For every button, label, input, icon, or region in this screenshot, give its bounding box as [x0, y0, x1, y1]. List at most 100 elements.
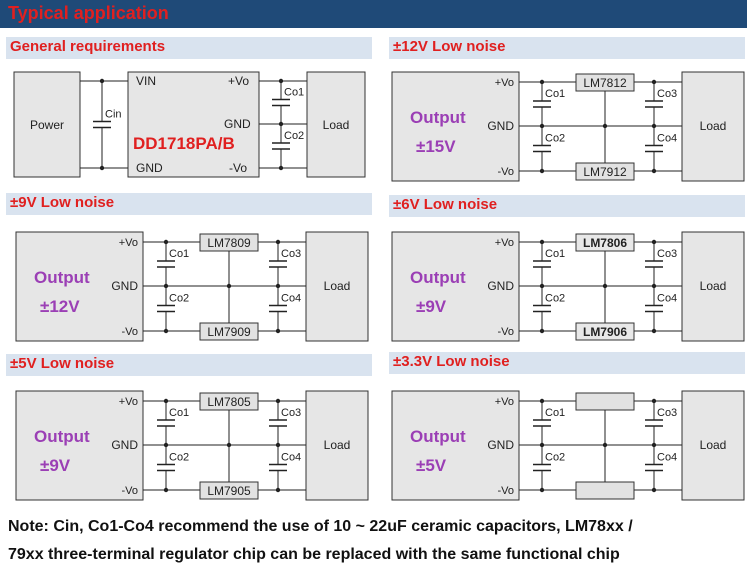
section-title-12v: ±12V Low noise — [393, 38, 506, 55]
regulator-top-label: LM7806 — [583, 236, 627, 250]
capacitor-label: Co1 — [545, 407, 565, 419]
section-title-3v3: ±3.3V Low noise — [393, 353, 510, 370]
regulator-circuit: Output±9V+VoGND-VoLoadLM7806LM7906Co1Co2… — [391, 231, 745, 342]
load-block — [305, 231, 369, 342]
load-label: Load — [700, 438, 727, 452]
junction-dot — [278, 78, 284, 84]
capacitor-label: Co3 — [657, 88, 677, 100]
section-bar-9v: ±9V Low noise — [6, 193, 372, 215]
junction-dot — [275, 239, 281, 245]
regulator-circuit: Output±15V+VoGND-VoLoadLM7812LM7912Co1Co… — [391, 71, 745, 182]
junction-dot — [99, 78, 105, 84]
load-block — [681, 231, 745, 342]
junction-dot — [539, 442, 545, 448]
load-block — [681, 71, 745, 182]
load-label: Load — [700, 119, 727, 133]
output-label: Output — [410, 108, 466, 127]
circuit-diagrams: PowerVINGND+VoGND-VoDD1718PA/BLoadCinCo1… — [13, 71, 745, 501]
source-block — [15, 390, 144, 501]
section-title-5v: ±5V Low noise — [10, 355, 115, 372]
junction-dot — [651, 79, 657, 85]
vin-label: VIN — [136, 74, 156, 88]
load-label: Load — [700, 279, 727, 293]
regulator-top — [575, 392, 635, 411]
junction-dot — [226, 442, 232, 448]
junction-dot — [163, 328, 169, 334]
load-label: Load — [324, 438, 351, 452]
pos-label: +Vo — [495, 77, 514, 89]
output-value: ±12V — [40, 297, 80, 316]
section-bar-general: General requirements — [6, 37, 372, 59]
gnd-in-label: GND — [136, 161, 163, 175]
output-value: ±9V — [416, 297, 447, 316]
neg-label: -Vo — [121, 485, 138, 497]
junction-dot — [275, 283, 281, 289]
capacitor-label: Co1 — [169, 407, 189, 419]
junction-dot — [651, 239, 657, 245]
capacitor-label: Co2 — [169, 293, 189, 305]
section-bar-12v: ±12V Low noise — [389, 37, 745, 59]
junction-dot — [275, 398, 281, 404]
gnd-label: GND — [111, 279, 138, 293]
section-title-9v: ±9V Low noise — [10, 194, 115, 211]
page-title: Typical application — [8, 3, 169, 23]
junction-dot — [602, 442, 608, 448]
junction-dot — [651, 487, 657, 493]
regulator-top-label: LM7805 — [207, 395, 251, 409]
junction-dot — [651, 442, 657, 448]
junction-dot — [651, 283, 657, 289]
junction-dot — [651, 168, 657, 174]
regulator-bottom-label: LM7905 — [207, 484, 251, 498]
junction-dot — [651, 398, 657, 404]
neg-label: -Vo — [121, 326, 138, 338]
header-bar: Typical application — [0, 0, 747, 28]
gnd-mid-label: GND — [224, 117, 251, 131]
capacitor-label: Co3 — [657, 248, 677, 260]
junction-dot — [539, 239, 545, 245]
output-label: Output — [410, 427, 466, 446]
capacitor-label: Co4 — [657, 293, 677, 305]
regulator-circuit: Output±9V+VoGND-VoLoadLM7805LM7905Co1Co2… — [15, 390, 369, 501]
gnd-label: GND — [111, 438, 138, 452]
junction-dot — [539, 168, 545, 174]
capacitor-label: Co2 — [545, 452, 565, 464]
capacitor-label: Co3 — [281, 248, 301, 260]
regulator-bottom-label: LM7906 — [583, 325, 627, 339]
output-label: Output — [34, 268, 90, 287]
regulator-bottom-label: LM7909 — [207, 325, 251, 339]
general-circuit: PowerVINGND+VoGND-VoDD1718PA/BLoadCinCo1… — [13, 71, 366, 178]
source-block — [391, 71, 520, 182]
regulator-circuit: Output±12V+VoGND-VoLoadLM7809LM7909Co1Co… — [15, 231, 369, 342]
power-label: Power — [30, 118, 64, 132]
junction-dot — [539, 79, 545, 85]
junction-dot — [278, 165, 284, 171]
capacitor-label: Co3 — [281, 407, 301, 419]
junction-dot — [539, 123, 545, 129]
junction-dot — [226, 283, 232, 289]
capacitor-label: Co2 — [545, 293, 565, 305]
junction-dot — [539, 487, 545, 493]
vout-pos-label: +Vo — [228, 74, 249, 88]
capacitor-label: Co2 — [284, 130, 304, 142]
junction-dot — [163, 239, 169, 245]
capacitor-label: Co2 — [545, 133, 565, 145]
junction-dot — [99, 165, 105, 171]
junction-dot — [602, 123, 608, 129]
junction-dot — [278, 121, 284, 127]
capacitor-label: Co3 — [657, 407, 677, 419]
capacitor-label: Co4 — [281, 293, 301, 305]
output-label: Output — [410, 268, 466, 287]
output-value: ±5V — [416, 456, 447, 475]
capacitor-label: Co1 — [284, 87, 304, 99]
junction-dot — [275, 487, 281, 493]
regulator-top-label: LM7809 — [207, 236, 251, 250]
junction-dot — [275, 328, 281, 334]
section-bar-5v: ±5V Low noise — [6, 354, 372, 376]
neg-label: -Vo — [497, 485, 514, 497]
junction-dot — [602, 283, 608, 289]
capacitor-label: Co1 — [545, 88, 565, 100]
neg-label: -Vo — [497, 166, 514, 178]
load-block — [305, 390, 369, 501]
junction-dot — [163, 283, 169, 289]
